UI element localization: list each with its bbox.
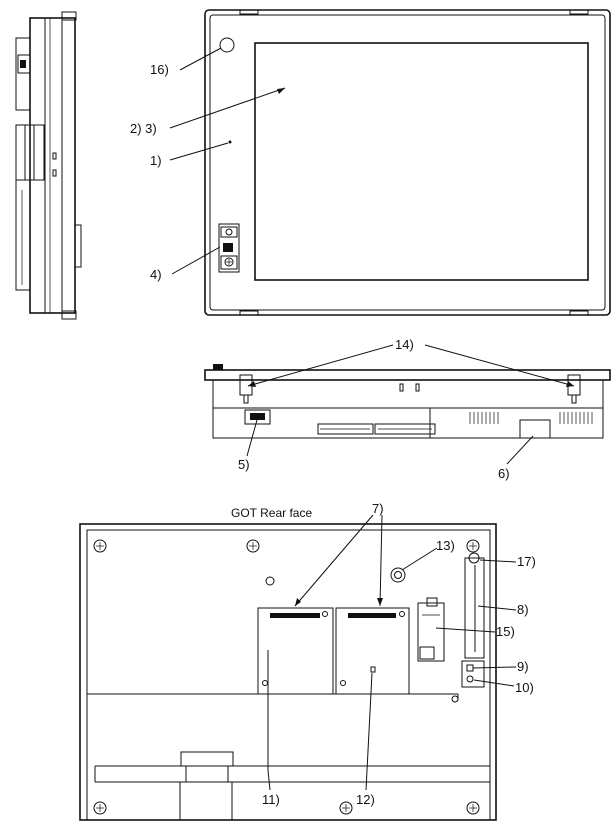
- display-screen: [254, 42, 589, 281]
- side-view: [15, 11, 82, 320]
- rs-interface-strip: [464, 552, 485, 659]
- power-led: [228, 140, 232, 144]
- callout-15: 15): [496, 624, 515, 639]
- rear-view: [79, 523, 497, 821]
- rear-face-caption: GOT Rear face: [231, 506, 312, 520]
- ground-screw: [390, 567, 406, 583]
- battery-holder: [417, 597, 445, 662]
- callout-8: 8): [517, 602, 529, 617]
- callout-5: 5): [238, 457, 250, 472]
- callout-7: 7): [372, 501, 384, 516]
- callout-10: 10): [515, 680, 534, 695]
- callout-4: 4): [150, 267, 162, 282]
- callout-9: 9): [517, 659, 529, 674]
- callout-16: 16): [150, 62, 169, 77]
- callout-1: 1): [150, 153, 162, 168]
- usb-interface-front: [218, 223, 240, 273]
- extension-slot-right: [335, 607, 410, 695]
- ground-terminal: [468, 552, 480, 564]
- rear-fastener: [265, 576, 275, 586]
- callout-11: 11): [262, 792, 280, 807]
- power-terminal-block: [461, 660, 485, 688]
- rear-callouts: 7) 13) 17) 8) 15) 9) 10) 11) 12): [262, 501, 536, 807]
- front-view: [204, 9, 611, 316]
- extension-slot-left: [257, 607, 334, 770]
- callout-17: 17): [517, 554, 536, 569]
- callout-2-3: 2) 3): [130, 121, 157, 136]
- bottom-view: [204, 364, 611, 439]
- callout-6: 6): [498, 466, 510, 481]
- front-callouts: 16) 2) 3) 1) 4): [130, 47, 286, 282]
- mounting-fixture-left: [236, 374, 256, 404]
- bottom-callouts: 14) 5) 6): [238, 337, 575, 481]
- corner-screws: [93, 539, 480, 815]
- callout-12: 12): [356, 792, 375, 807]
- callout-14: 14): [395, 337, 414, 352]
- status-led: [370, 666, 376, 673]
- callout-13: 13): [436, 538, 455, 553]
- human-sensor: [219, 37, 235, 53]
